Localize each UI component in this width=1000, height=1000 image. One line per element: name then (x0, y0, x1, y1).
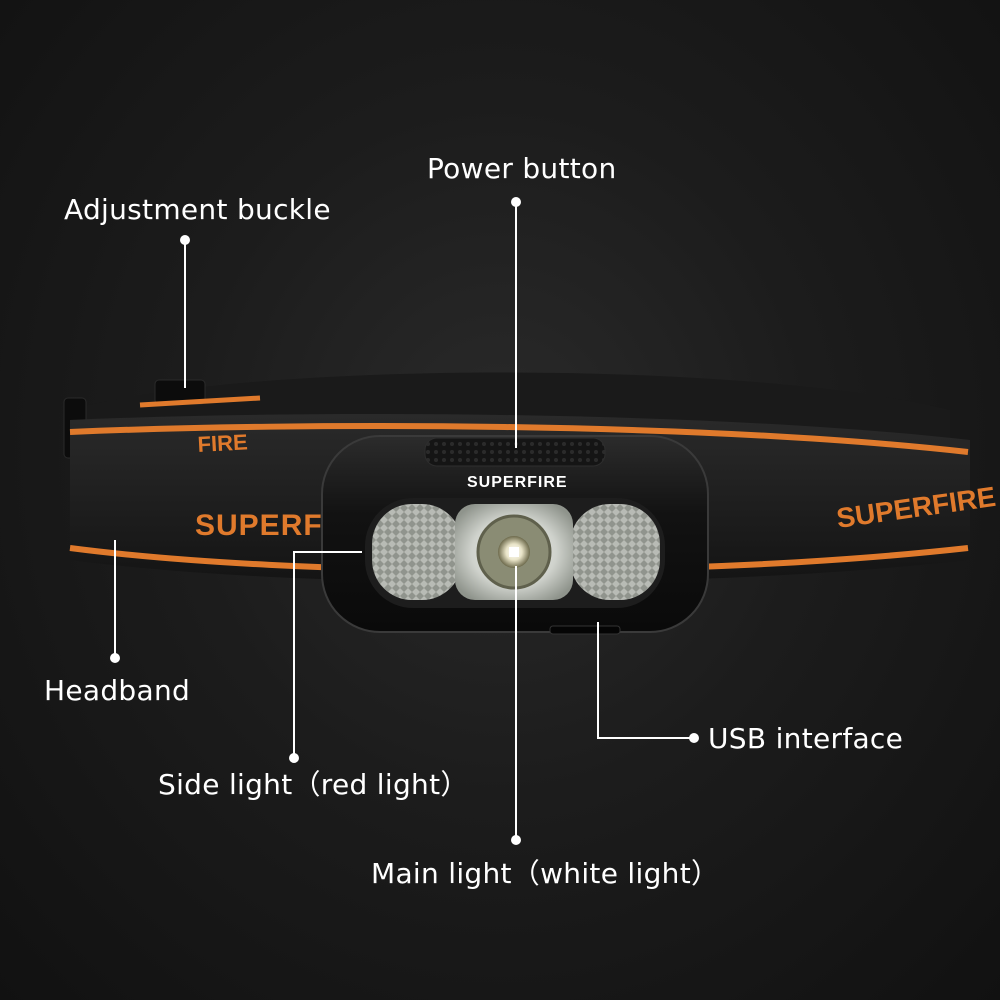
housing-logo: SUPERFIRE (467, 474, 568, 491)
power-button-label: Power button (427, 152, 617, 185)
power-button-grip (424, 437, 606, 467)
usb-port (549, 625, 621, 635)
side-lens-right (570, 504, 660, 600)
usb-interface-label: USB interface (708, 722, 904, 755)
main-light-label: Main light（white light） (371, 857, 720, 890)
side-light-label: Side light（red light） (158, 768, 469, 801)
adjustment-buckle-label: Adjustment buckle (64, 193, 331, 226)
band-logo-back: FIRE (197, 429, 248, 457)
headband-label: Headband (44, 674, 191, 707)
headband-back (70, 372, 950, 450)
side-lens-left (372, 504, 462, 600)
